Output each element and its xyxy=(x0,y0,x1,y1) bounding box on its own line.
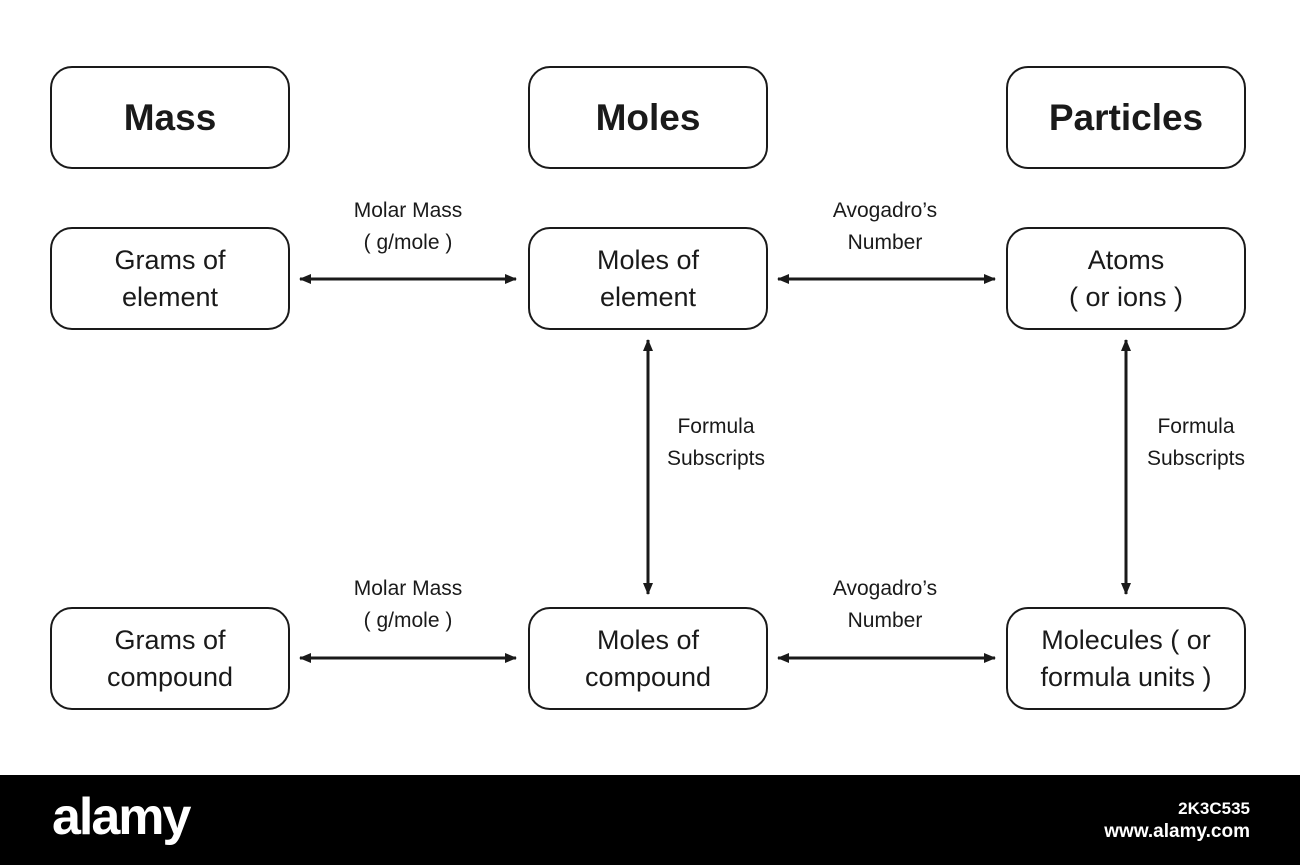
header-particles: Particles xyxy=(1006,66,1246,169)
header-particles-text: Particles xyxy=(1048,96,1204,138)
node-text-line1: Grams of xyxy=(114,244,226,275)
label-line2: Number xyxy=(847,231,923,254)
label-line1: Avogadro’s xyxy=(832,577,938,600)
node-text-line1: Grams of xyxy=(114,624,226,655)
stock-url: www.alamy.com xyxy=(1104,821,1250,842)
stock-footer: alamy 2K3C535 www.alamy.com xyxy=(0,775,1300,865)
node-molecules: Molecules ( or formula units ) xyxy=(1006,607,1246,710)
label-molar-mass-bottom: Molar Mass ( g/mole ) xyxy=(308,573,508,637)
label-line1: Formula xyxy=(1157,415,1235,438)
stock-logo: alamy xyxy=(52,788,191,846)
header-mass: Mass xyxy=(50,66,290,169)
node-atoms: Atoms ( or ions ) xyxy=(1006,227,1246,330)
node-moles-of-element: Moles of element xyxy=(528,227,768,330)
label-line2: Number xyxy=(847,609,923,632)
label-line1: Molar Mass xyxy=(353,577,463,600)
node-text-line1: Molecules ( or xyxy=(1041,624,1211,655)
node-text-line2: ( or ions ) xyxy=(1068,281,1184,312)
node-text-line1: Moles of xyxy=(596,244,700,275)
arrows-layer xyxy=(299,274,1131,663)
node-text-line1: Moles of xyxy=(596,624,700,655)
node-text-line2: formula units ) xyxy=(1040,661,1212,692)
label-formula-subscripts-right: Formula Subscripts xyxy=(1136,411,1256,475)
header-mass-text: Mass xyxy=(123,96,217,138)
label-line2: ( g/mole ) xyxy=(363,231,453,254)
stock-image-id: 2K3C535 xyxy=(1178,799,1250,818)
label-formula-subscripts-middle: Formula Subscripts xyxy=(656,411,776,475)
node-text-line1: Atoms xyxy=(1087,244,1165,275)
label-line1: Molar Mass xyxy=(353,199,463,222)
node-text-line2: element xyxy=(599,281,697,312)
label-line2: ( g/mole ) xyxy=(363,609,453,632)
node-text-line2: element xyxy=(121,281,219,312)
label-line2: Subscripts xyxy=(666,447,766,470)
label-avogadro-top: Avogadro’s Number xyxy=(785,195,985,259)
header-moles-text: Moles xyxy=(595,96,701,138)
label-line1: Formula xyxy=(677,415,755,438)
node-moles-of-compound: Moles of compound xyxy=(528,607,768,710)
node-grams-of-compound: Grams of compound xyxy=(50,607,290,710)
node-text-line2: compound xyxy=(106,661,234,692)
node-grams-of-element: Grams of element xyxy=(50,227,290,330)
header-moles: Moles xyxy=(528,66,768,169)
label-avogadro-bottom: Avogadro’s Number xyxy=(785,573,985,637)
label-molar-mass-top: Molar Mass ( g/mole ) xyxy=(308,195,508,259)
label-line2: Subscripts xyxy=(1146,447,1246,470)
node-text-line2: compound xyxy=(584,661,712,692)
label-line1: Avogadro’s xyxy=(832,199,938,222)
